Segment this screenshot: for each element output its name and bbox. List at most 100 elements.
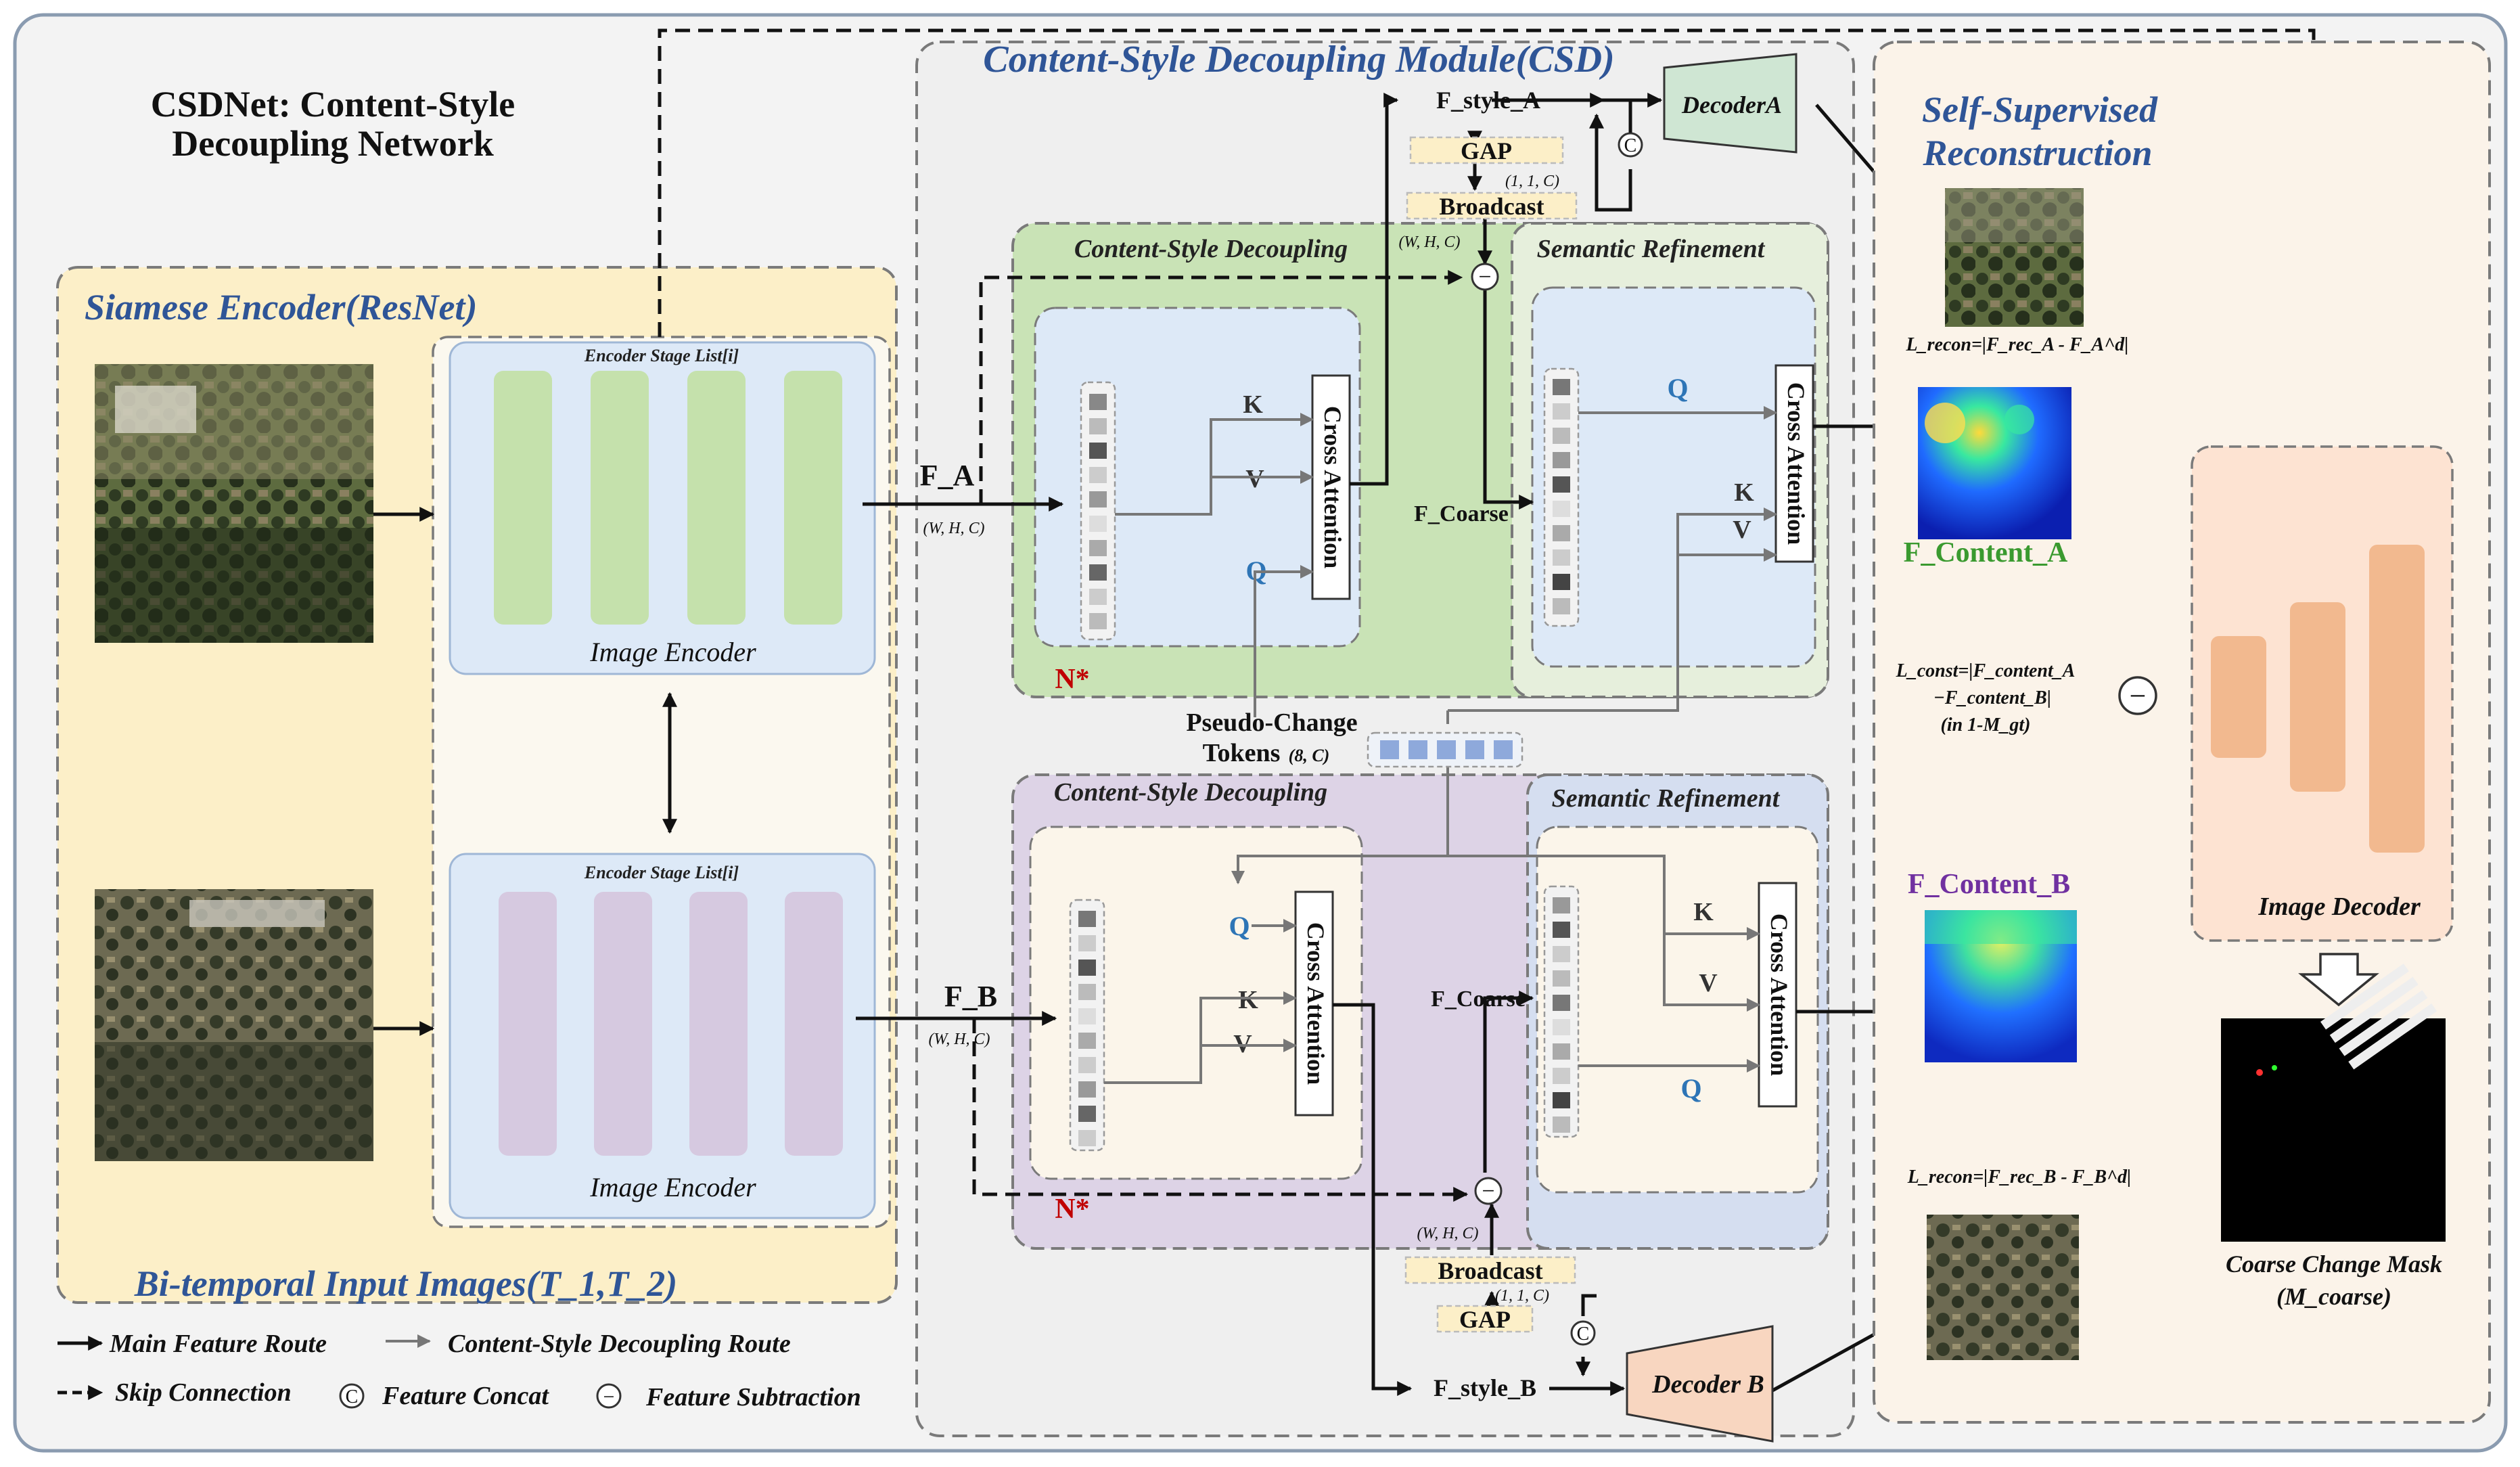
decoder-bar-2 xyxy=(2290,602,2345,792)
svg-text:−: − xyxy=(603,1386,615,1408)
feature-tokens-bottom-sr xyxy=(1543,885,1580,1138)
gap-box-bottom xyxy=(1436,1305,1534,1333)
broadcast-label-bottom: Broadcast xyxy=(1438,1257,1542,1284)
diagram-title-line1: CSDNet: Content-Style xyxy=(151,84,515,125)
legend-main-route-label: Main Feature Route xyxy=(109,1330,327,1358)
f-a-label: F_A xyxy=(920,459,975,492)
image-encoder-label-bottom: Image Encoder xyxy=(589,1172,756,1202)
decoder-bar-3 xyxy=(2369,545,2425,853)
feature-tokens-top-csd xyxy=(1080,381,1116,641)
broadcast-label-top: Broadcast xyxy=(1439,193,1544,220)
decoder-output-arrow xyxy=(2298,953,2379,1007)
k-label-top-sr: K xyxy=(1734,478,1754,507)
legend-skip-label: Skip Connection xyxy=(115,1378,292,1407)
svg-text:Cross Attention: Cross Attention xyxy=(1319,406,1346,568)
csd-label-top: Content-Style Decoupling xyxy=(1074,235,1348,263)
broadcast-box-top xyxy=(1406,191,1578,220)
svg-text:C: C xyxy=(1624,135,1637,156)
f-a-dim: (W, H, C) xyxy=(923,520,984,537)
encoder-stage-label-top: Encoder Stage List[i] xyxy=(584,346,739,365)
f-coarse-bottom: F_Coarse xyxy=(1431,987,1526,1012)
pseudo-change-tokens xyxy=(1367,731,1524,768)
sr-inner-bottom xyxy=(1536,826,1819,1194)
k-label-bottom-sr: K xyxy=(1693,898,1714,926)
l-const-line3: (in 1-M_gt) xyxy=(1941,715,2031,736)
l-recon-a: L_recon=|F_rec_A - F_A^d| xyxy=(1906,334,2129,355)
purple-stage-bar-4 xyxy=(785,892,843,1156)
svg-text:−: − xyxy=(2130,679,2147,713)
ssr-title-line1: Self-Supervised xyxy=(1922,89,2158,130)
bi-temporal-caption: Bi-temporal Input Images(T_1,T_2) xyxy=(134,1263,678,1304)
svg-text:Cross Attention: Cross Attention xyxy=(1302,922,1329,1085)
f-coarse-top: F_Coarse xyxy=(1414,501,1509,526)
skip-connection-routes xyxy=(658,28,2321,1202)
legend-concat-icon: C xyxy=(339,1383,365,1409)
csd-route-top xyxy=(1115,406,1777,724)
cross-attention-top-sr: Cross Attention xyxy=(1774,364,1814,563)
green-stage-bar-3 xyxy=(687,371,746,625)
n-star-bottom: N* xyxy=(1055,1194,1089,1225)
legend-concat-label: Feature Concat xyxy=(382,1382,549,1410)
input-image-t2 xyxy=(95,889,373,1161)
broadcast-box-bottom xyxy=(1404,1256,1576,1284)
v-label-top-sr: V xyxy=(1733,516,1751,544)
q-label-bottom-csd: Q xyxy=(1229,911,1250,941)
svg-text:Decoder B: Decoder B xyxy=(1651,1370,1764,1399)
image-encoder-label-top: Image Encoder xyxy=(589,637,756,667)
f-b-dim: (W, H, C) xyxy=(928,1031,990,1048)
green-stage-bar-4 xyxy=(784,371,842,625)
mask-caption-line1: Coarse Change Mask xyxy=(2226,1250,2442,1278)
f-content-a-label: F_Content_A xyxy=(1904,537,2068,568)
image-decoder-label: Image Decoder xyxy=(2258,893,2421,921)
f-content-b-label: F_Content_B xyxy=(1908,869,2070,900)
gap-label-top: GAP xyxy=(1461,137,1512,164)
reconstructed-image-a xyxy=(1945,188,2084,327)
f-style-a-label: F_style_A xyxy=(1436,87,1540,114)
image-encoder-top xyxy=(449,341,876,675)
f-b-label: F_B xyxy=(944,980,997,1013)
cross-attention-bottom-csd: Cross Attention xyxy=(1294,890,1334,1116)
cross-attention-top-csd: Cross Attention xyxy=(1311,374,1351,600)
csd-module-title: Content-Style Decoupling Module(CSD) xyxy=(983,39,1614,81)
feature-tokens-bottom-csd xyxy=(1069,899,1105,1152)
decoder-b: Decoder B xyxy=(1626,1325,1774,1443)
mask-caption-line2: (M_coarse) xyxy=(2276,1283,2391,1310)
decoder-bar-1 xyxy=(2211,636,2266,758)
l-const-line1: L_const=|F_content_A xyxy=(1896,660,2076,681)
k-label-top-csd: K xyxy=(1243,390,1263,419)
cross-attention-bottom-sr: Cross Attention xyxy=(1758,882,1797,1108)
legend-subtraction-label: Feature Subtraction xyxy=(645,1383,861,1412)
l-const-line2: −F_content_B| xyxy=(1933,687,2051,708)
csd-route-bottom xyxy=(1104,751,1760,1084)
semantic-refinement-label-top: Semantic Refinement xyxy=(1537,235,1766,263)
svg-text:C: C xyxy=(346,1386,359,1407)
l-recon-b: L_recon=|F_rec_B - F_B^d| xyxy=(1907,1167,2131,1188)
pseudo-change-dim: (8, C) xyxy=(1289,746,1330,765)
subtraction-node-bottom: − xyxy=(1474,1177,1503,1205)
reconstructed-image-b xyxy=(1927,1215,2079,1360)
content-heatmap-a xyxy=(1918,387,2071,539)
gap-label-bottom: GAP xyxy=(1459,1306,1511,1333)
q-label-top-sr: Q xyxy=(1667,373,1688,403)
pseudo-change-label-line1: Pseudo-Change xyxy=(1186,708,1357,737)
svg-text:−: − xyxy=(1478,265,1491,290)
subtraction-node-top: − xyxy=(1471,263,1499,291)
gap-box-top xyxy=(1409,136,1564,164)
concat-node-bottom: C xyxy=(1570,1320,1596,1346)
concat-node-top: C xyxy=(1618,132,1643,158)
csd-inner-bottom xyxy=(1029,826,1363,1180)
n-star-top: N* xyxy=(1055,664,1089,695)
content-heatmap-b xyxy=(1925,910,2077,1062)
dim-whc-top: (W, H, C) xyxy=(1398,233,1460,251)
legend-csd-route-label: Content-Style Decoupling Route xyxy=(448,1330,791,1358)
f-style-b-label: F_style_B xyxy=(1434,1374,1536,1401)
green-stage-bar-2 xyxy=(591,371,649,625)
dim-whc-bottom: (W, H, C) xyxy=(1417,1225,1478,1242)
svg-text:−: − xyxy=(1482,1179,1494,1204)
svg-text:Cross Attention: Cross Attention xyxy=(1783,382,1810,545)
ssr-title-line2: Reconstruction xyxy=(1922,133,2152,173)
svg-text:Cross Attention: Cross Attention xyxy=(1766,913,1793,1076)
decoder-a: DecoderA xyxy=(1663,53,1797,154)
